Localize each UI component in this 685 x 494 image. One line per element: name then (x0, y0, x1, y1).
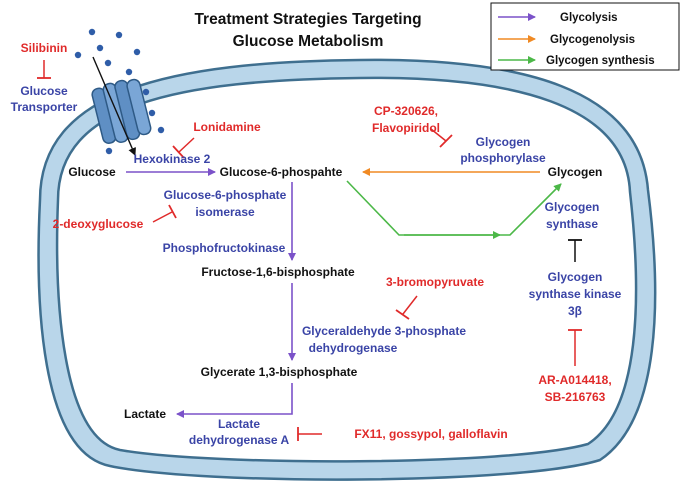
lonidamine-inhibition-bar (172, 145, 185, 159)
title-line-2: Glucose Metabolism (233, 33, 384, 50)
fx11-label: FX11, gossypol, galloflavin (354, 427, 507, 441)
gapdh-line-1: Glyceraldehyde 3-phosphate (302, 324, 466, 338)
g13bp-label: Glycerate 1,3-bisphosphate (201, 365, 358, 379)
cp320626-label-line-1: CP-320626, (374, 104, 438, 118)
ldh-line-2: dehydrogenase A (189, 433, 290, 447)
gsk3b-line-3: 3β (568, 304, 582, 318)
gsk3b-line-1: Glycogen (548, 270, 603, 284)
glucose-transporter-icon (91, 78, 152, 144)
cp320626-label-line-2: Flavopiridol (372, 121, 440, 135)
g13bp-to-lactate-arrow (176, 383, 293, 418)
ar-a014418-label-line-2: SB-216763 (545, 390, 606, 404)
gsk3b-line-2: synthase kinase (529, 287, 622, 301)
deoxyglucose-label: 2-deoxyglucose (53, 217, 144, 231)
cp320626-inhibition (430, 128, 447, 142)
lactate-label: Lactate (124, 407, 166, 421)
cp320626-inhibition-bar (439, 134, 453, 148)
gapdh-line-2: dehydrogenase (309, 341, 398, 355)
transporter-label-line-2: Transporter (11, 100, 78, 114)
glycogen-phosphorylase-line-2: phosphorylase (460, 151, 546, 165)
deoxyglucose-inhibition-bar (168, 204, 177, 219)
lonidamine-inhibition (178, 137, 195, 153)
legend-glycogenolysis-label: Glycogenolysis (550, 34, 635, 46)
legend: Glycolysis Glycogenolysis Glycogen synth… (490, 2, 680, 71)
legend-glycogen-synthesis-label: Glycogen synthesis (546, 55, 655, 67)
g6pi-line-1: Glucose-6-phosphate (164, 188, 287, 202)
cell-interior (55, 76, 638, 463)
silibinin-label: Silibinin (21, 41, 68, 55)
glucose-molecules (74, 28, 165, 155)
bromopyruvate-inhibition-bar (395, 309, 410, 320)
hexokinase-label: Hexokinase 2 (134, 152, 211, 166)
glycogen-synthase-line-2: synthase (546, 217, 598, 231)
glucose-label: Glucose (68, 165, 116, 179)
glycogen-phosphorylase-line-1: Glycogen (476, 135, 531, 149)
legend-glycolysis-label: Glycolysis (560, 12, 618, 24)
glycogen-label: Glycogen (548, 165, 603, 179)
transporter-label-line-1: Glucose (20, 84, 68, 98)
pfk-label: Phosphofructokinase (163, 241, 286, 255)
bromopyruvate-label: 3-bromopyruvate (386, 275, 484, 289)
ar-a014418-label-line-1: AR-A014418, (538, 373, 611, 387)
lonidamine-label: Lonidamine (193, 120, 261, 134)
ldh-line-1: Lactate (218, 417, 260, 431)
g6pi-line-2: isomerase (195, 205, 255, 219)
f16bp-label: Fructose-1,6-bisphosphate (201, 265, 355, 279)
title-line-1: Treatment Strategies Targeting (194, 11, 421, 28)
deoxyglucose-inhibition (152, 211, 173, 223)
bromopyruvate-inhibition (402, 295, 418, 315)
glycogen-synthase-line-1: Glycogen (545, 200, 600, 214)
glucose-uptake-arrow (92, 56, 136, 156)
g6p-label: Glucose-6-phospahte (220, 165, 343, 179)
